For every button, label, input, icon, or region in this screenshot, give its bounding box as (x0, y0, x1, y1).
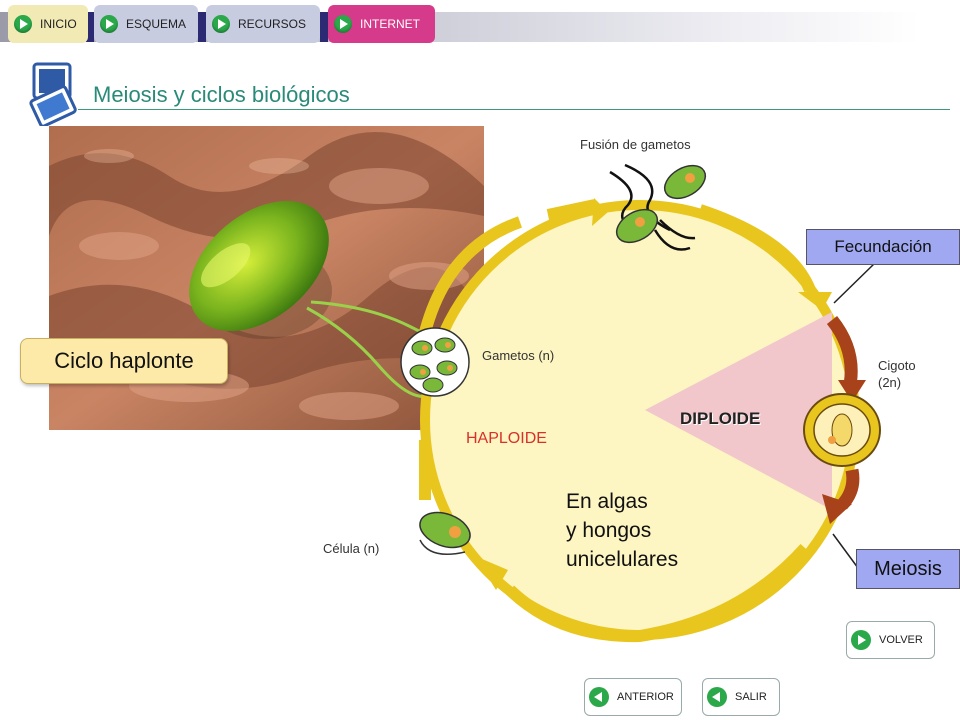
cigoto-label-line2: (2n) (878, 375, 902, 390)
nav-separator (320, 12, 328, 42)
gametos-label: Gametos (n) (482, 348, 555, 363)
meiosis-label: Meiosis (874, 557, 942, 580)
single-cell-icon (419, 511, 471, 555)
nav-inicio-label: INICIO (40, 17, 77, 31)
page-title: Meiosis y ciclos biológicos (93, 82, 350, 107)
play-icon (851, 630, 871, 650)
play-icon (212, 15, 230, 33)
celula-label: Célula (n) (323, 541, 380, 556)
nav-recursos-button[interactable]: RECURSOS (206, 5, 320, 43)
cycle-description-line2: y hongos (566, 519, 652, 542)
haploide-label: HAPLOIDE (466, 430, 547, 447)
meiosis-label-box: Meiosis (856, 549, 960, 589)
back-icon (707, 687, 727, 707)
fecundacion-label-box: Fecundación (806, 229, 960, 265)
nav-esquema-button[interactable]: ESQUEMA (94, 5, 198, 43)
play-icon (14, 15, 32, 33)
back-icon (589, 687, 609, 707)
cycle-description-line3: unicelulares (566, 548, 679, 571)
volver-button[interactable]: VOLVER (846, 621, 935, 659)
nav-separator (86, 12, 94, 42)
salir-label: SALIR (735, 691, 767, 703)
salir-button[interactable]: SALIR (702, 678, 780, 716)
nav-recursos-label: RECURSOS (238, 17, 307, 31)
play-icon (100, 15, 118, 33)
title-divider (78, 109, 950, 110)
gametes-cluster-icon (400, 327, 470, 397)
fusing-gametes-icon (609, 163, 707, 251)
nav-internet-label: INTERNET (360, 17, 420, 31)
cycle-description: En algas y hongos unicelulares (566, 487, 678, 574)
cycle-name-box: Ciclo haplonte (20, 338, 228, 384)
fecundacion-label: Fecundación (834, 237, 932, 256)
zygote-icon (803, 393, 881, 467)
play-icon (334, 15, 352, 33)
diploide-label: DIPLOIDE (680, 409, 761, 428)
anterior-label: ANTERIOR (617, 691, 674, 703)
app-logo-icon (29, 62, 77, 126)
nav-inicio-button[interactable]: INICIO (8, 5, 88, 43)
cycle-name-label: Ciclo haplonte (54, 348, 194, 373)
anterior-button[interactable]: ANTERIOR (584, 678, 682, 716)
cigoto-label-line1: Cigoto (878, 358, 916, 373)
nav-internet-button[interactable]: INTERNET (328, 5, 435, 43)
diploid-wedge (645, 312, 832, 510)
cigoto-label: Cigoto (2n) (878, 357, 916, 391)
cycle-description-line1: En algas (566, 490, 648, 513)
nav-esquema-label: ESQUEMA (126, 17, 187, 31)
fusion-label: Fusión de gametos (580, 137, 691, 152)
nav-separator (198, 12, 206, 42)
volver-label: VOLVER (879, 634, 923, 646)
